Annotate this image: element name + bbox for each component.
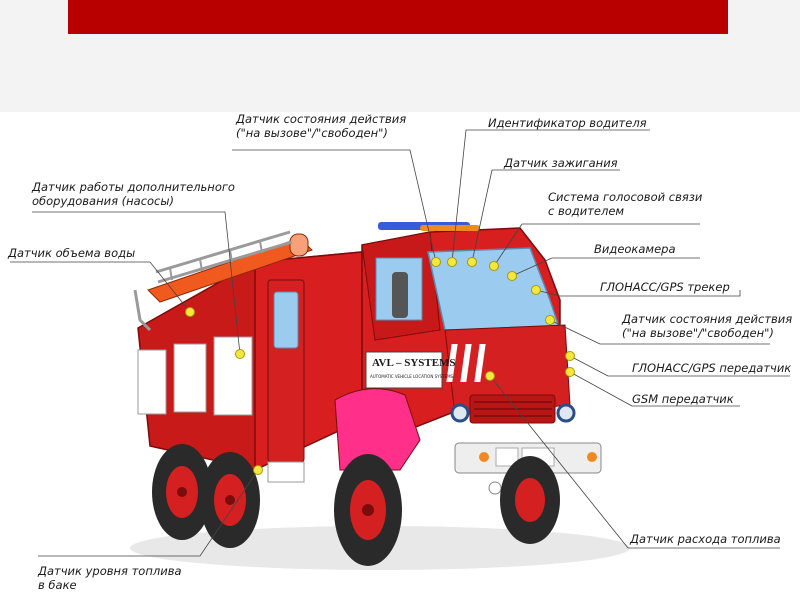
label-line: Датчик уровня топлива: [38, 564, 182, 578]
label-fuel-flow-sensor: Датчик расхода топлива: [630, 532, 781, 546]
label-line: в баке: [38, 578, 182, 592]
sensor-fuel-level: [254, 466, 263, 475]
door-sign-tagline: AUTOMATIC VEHICLE LOCATION SYSTEMS: [370, 374, 453, 380]
sensor-water: [186, 308, 195, 317]
label-line: Система голосовой связи: [548, 190, 702, 204]
sensor-voice: [490, 262, 499, 271]
label-line: ("на вызове"/"свободен"): [622, 326, 792, 340]
sensor-driver-id: [448, 258, 457, 267]
label-line: Датчик состояния действия: [622, 312, 792, 326]
label-fuel-level-sensor: Датчик уровня топлива в баке: [38, 564, 182, 592]
sensor-gps-tracker: [532, 286, 541, 295]
label-gps-tracker: ГЛОНАСС/GPS трекер: [600, 280, 730, 294]
label-line: Датчик зажигания: [504, 156, 618, 170]
wheel-rear-2: [200, 452, 260, 548]
wheel-front: [334, 454, 402, 566]
label-video-camera: Видеокамера: [594, 242, 676, 256]
headlight-left: [452, 405, 468, 421]
sensor-fuel-flow: [486, 372, 495, 381]
label-line: Идентификатор водителя: [488, 116, 647, 130]
shutter-3: [214, 337, 252, 415]
wheel-front-right: [500, 456, 560, 544]
label-line: с водителем: [548, 204, 702, 218]
door-sign-brand: AVL – SYSTEMS: [372, 356, 456, 370]
shutter-2: [174, 344, 206, 412]
headlight-right: [558, 405, 574, 421]
label-line: Датчик объема воды: [8, 246, 135, 260]
sensor-pumps: [236, 350, 245, 359]
label-driver-id: Идентификатор водителя: [488, 116, 647, 130]
label-gps-transmitter: ГЛОНАСС/GPS передатчик: [632, 361, 791, 375]
shutter-1: [138, 350, 166, 414]
label-line: ГЛОНАСС/GPS передатчик: [632, 361, 791, 375]
side-mirror: [392, 272, 408, 318]
sensor-status: [432, 258, 441, 267]
label-voice-system: Система голосовой связи с водителем: [548, 190, 702, 218]
label-status-sensor-right: Датчик состояния действия ("на вызове"/"…: [622, 312, 792, 340]
label-line: Датчик работы дополнительного: [32, 180, 235, 194]
label-line: Видеокамера: [594, 242, 676, 256]
sensor-gsm: [566, 368, 575, 377]
label-extra-equipment-sensor: Датчик работы дополнительного оборудован…: [32, 180, 235, 208]
label-line: Датчик состояния действия: [236, 112, 406, 126]
label-line: Датчик расхода топлива: [630, 532, 781, 546]
side-door-window: [274, 292, 298, 348]
label-water-volume-sensor: Датчик объема воды: [8, 246, 135, 260]
sensor-ignition: [468, 258, 477, 267]
label-ignition-sensor: Датчик зажигания: [504, 156, 618, 170]
step: [268, 462, 304, 482]
label-line: GSM передатчик: [632, 392, 734, 406]
sensor-status-2: [546, 316, 555, 325]
sensor-gps-transmitter: [566, 352, 575, 361]
label-line: ("на вызове"/"свободен"): [236, 126, 406, 140]
label-gsm-transmitter: GSM передатчик: [632, 392, 734, 406]
sensor-camera: [508, 272, 517, 281]
label-line: ГЛОНАСС/GPS трекер: [600, 280, 730, 294]
label-status-sensor-top: Датчик состояния действия ("на вызове"/"…: [236, 112, 406, 140]
label-line: оборудования (насосы): [32, 194, 235, 208]
